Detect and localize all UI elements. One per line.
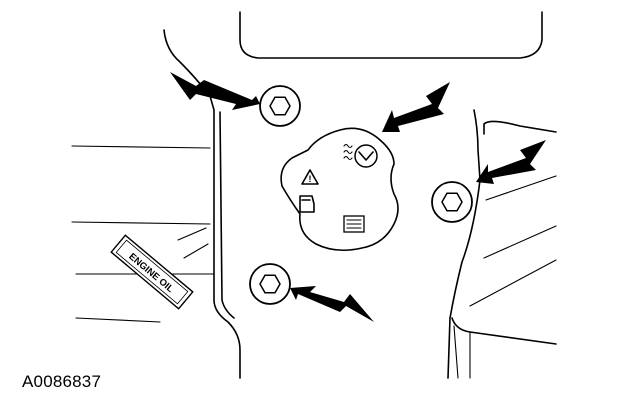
- bolt-bottom: [249, 263, 291, 305]
- right-panel-outline: [447, 109, 481, 379]
- left-line-4: [75, 317, 161, 323]
- bolt-bottom-hex: [259, 274, 281, 294]
- right-lower-housing: [451, 317, 557, 345]
- bolt-top-left-arrow-shape: [170, 72, 260, 110]
- bolt-top-left-hex: [269, 96, 291, 116]
- main-panel-outline: [163, 29, 241, 379]
- bolt-right-arrow: [476, 140, 546, 184]
- bolt-right: [431, 181, 473, 223]
- bolt-right-ring: [431, 181, 473, 223]
- warning-exclamation-mark: !: [309, 174, 312, 184]
- bolt-top-left-arrow: [170, 72, 260, 110]
- manual-book-icon: [343, 215, 365, 233]
- engine-oil-tag: ENGINE OIL: [110, 234, 194, 310]
- bolt-bottom-arrow: [290, 286, 374, 322]
- bolt-bottom-ring: [249, 263, 291, 305]
- manual-book-icon-lines: [346, 219, 362, 229]
- upper-housing-outline: [239, 11, 543, 59]
- right-bracket-line-1: [485, 175, 557, 201]
- engine-oil-tag-inner: [115, 239, 189, 305]
- engine-oil-tag-body: [110, 234, 194, 310]
- figure-id-label: A0086837: [22, 372, 102, 391]
- right-bracket-line-3: [469, 259, 557, 307]
- oil-can-icon: [299, 195, 315, 213]
- bolt-right-hex: [441, 192, 463, 212]
- right-bracket-line-2: [483, 225, 557, 259]
- warning-triangle-icon: [301, 169, 319, 185]
- oil-cap-symbol-chevron: [358, 151, 374, 161]
- left-diagonal-1: [177, 227, 207, 241]
- oil-cap-arrow-shape: [382, 82, 450, 132]
- left-diagonal-2: [183, 243, 209, 259]
- left-line-2: [71, 221, 211, 225]
- right-bracket-top: [483, 120, 557, 135]
- left-line-1: [71, 145, 211, 149]
- bolt-bottom-arrow-shape: [290, 286, 374, 322]
- oil-cap-arrow: [382, 82, 450, 132]
- oil-cap-symbol-ring: [354, 144, 378, 168]
- bolt-top-left: [259, 85, 301, 127]
- oil-filler-cap: !: [280, 127, 399, 252]
- oil-filler-cap-outline: [280, 127, 399, 252]
- oil-cap-wave-icon: [343, 143, 353, 161]
- main-panel-inner-edge: [219, 111, 235, 319]
- bolt-top-left-ring: [259, 85, 301, 127]
- bolt-right-arrow-shape: [476, 140, 546, 184]
- right-lower-housing-inner: [453, 325, 459, 379]
